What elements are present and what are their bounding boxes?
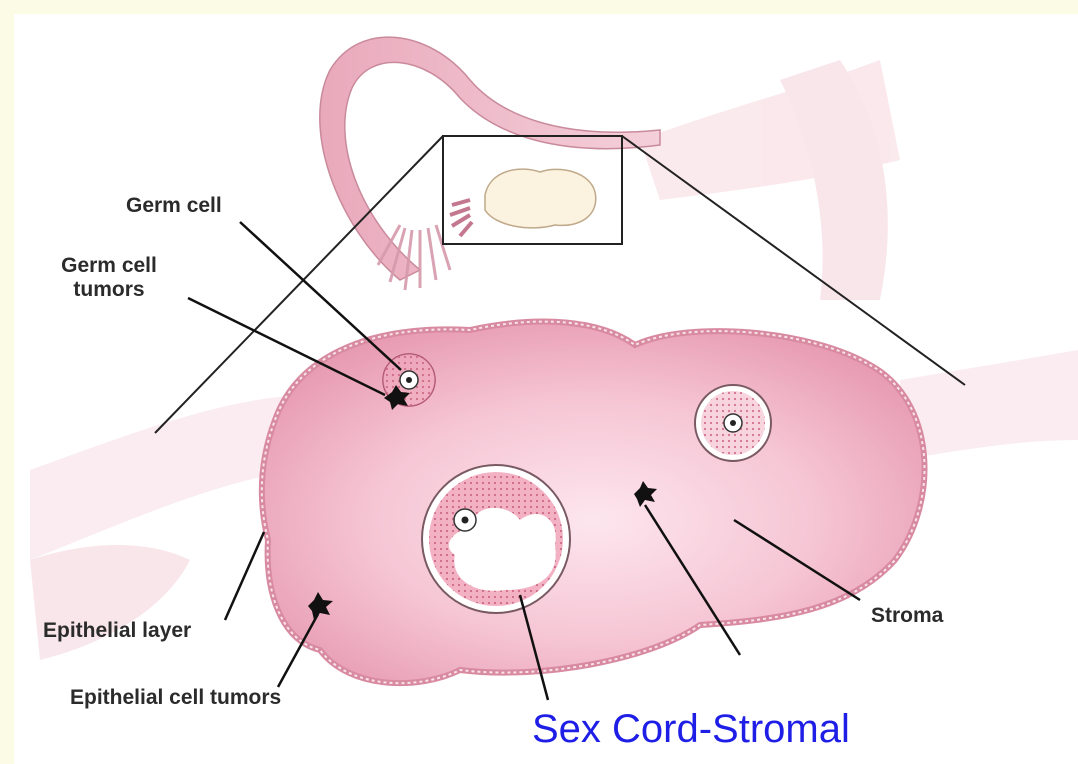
label-epithelial-cell-tumors: Epithelial cell tumors — [70, 686, 281, 710]
follicle-right — [695, 385, 771, 461]
label-germ-cell-tumors-line1: Germ cell — [54, 254, 164, 278]
label-germ-cell-tumors: Germ cell tumors — [54, 254, 164, 302]
label-epithelial-layer: Epithelial layer — [43, 619, 191, 643]
follicle-large — [422, 465, 570, 613]
label-germ-cell-tumors-line2: tumors — [54, 278, 164, 302]
caption-sex-cord-stromal: Sex Cord-Stromal — [532, 705, 850, 753]
label-germ-cell: Germ cell — [126, 194, 222, 218]
label-stroma: Stroma — [871, 604, 943, 628]
